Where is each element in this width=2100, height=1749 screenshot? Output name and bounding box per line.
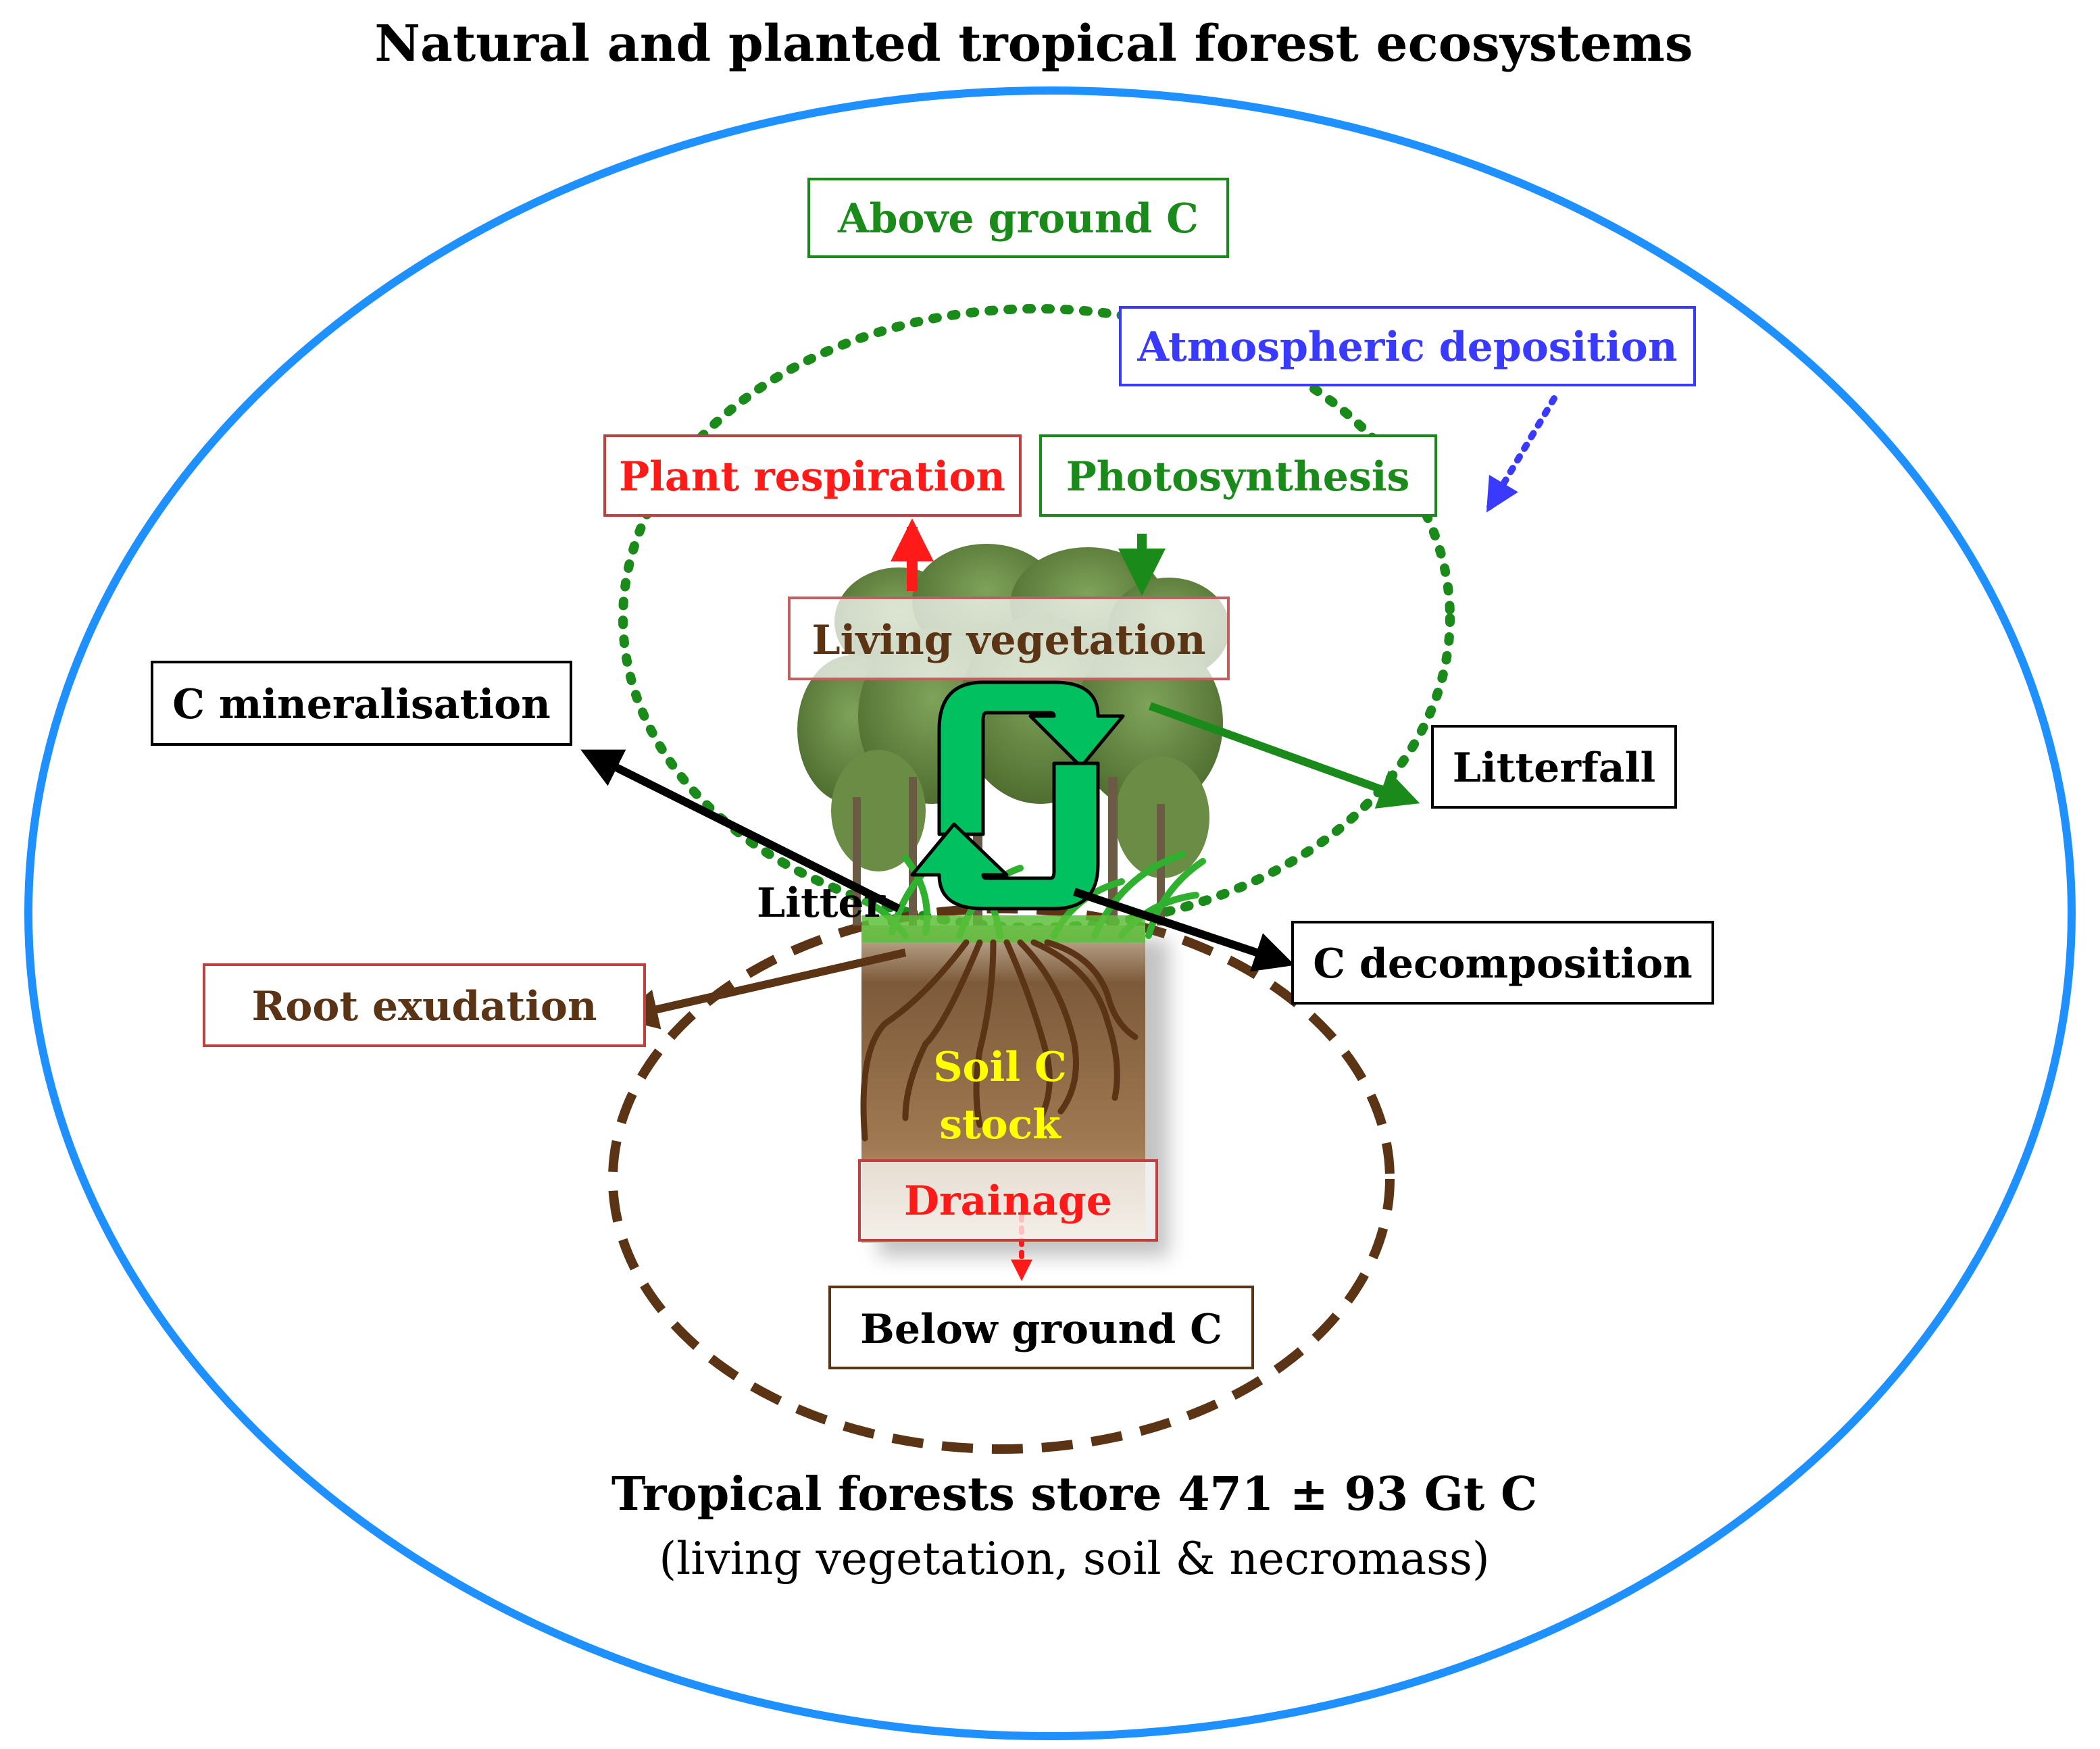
soil-c-stock-label-line2: stock xyxy=(939,1101,1061,1148)
litterfall-arrow xyxy=(1148,702,1420,809)
root-exudation-box: Root exudation xyxy=(203,963,646,1047)
litterfall-label: Litterfall xyxy=(1453,744,1655,792)
litterfall-box: Litterfall xyxy=(1431,725,1677,809)
root-exudation-arrow xyxy=(617,948,907,1030)
living-vegetation-label: Living vegetation xyxy=(811,617,1205,664)
above-ground-label: Above ground C xyxy=(837,195,1199,243)
c-mineralisation-label: C mineralisation xyxy=(172,681,551,728)
store-summary: Tropical forests store 471 ± 93 Gt C xyxy=(611,1467,1537,1521)
ecosystem-boundary-ellipse xyxy=(24,86,2076,1740)
above-ground-box: Above ground C xyxy=(807,178,1229,258)
plant-respiration-label: Plant respiration xyxy=(619,453,1005,501)
photosynthesis-box: Photosynthesis xyxy=(1039,434,1437,517)
c-decomposition-label: C decomposition xyxy=(1313,940,1693,988)
c-mineralisation-box: C mineralisation xyxy=(151,661,572,746)
below-ground-box: Below ground C xyxy=(828,1286,1254,1369)
litter-label: Litter xyxy=(757,880,886,927)
drainage-box: Drainage xyxy=(858,1159,1158,1242)
photosynthesis-label: Photosynthesis xyxy=(1066,453,1410,501)
soil-c-stock-label-line1: Soil C xyxy=(933,1044,1067,1091)
below-ground-label: Below ground C xyxy=(860,1306,1222,1353)
atmospheric-deposition-box: Atmospheric deposition xyxy=(1119,306,1696,386)
roots-icon xyxy=(860,939,1139,1142)
plant-respiration-box: Plant respiration xyxy=(603,434,1022,517)
store-breakdown: (living vegetation, soil & necromass) xyxy=(659,1533,1489,1585)
decomposition-arrow xyxy=(1073,888,1295,972)
deposition-arrow xyxy=(1486,395,1557,513)
cycle-arrows-icon xyxy=(910,680,1125,911)
diagram-title: Natural and planted tropical forest ecos… xyxy=(374,15,1693,73)
atmospheric-deposition-label: Atmospheric deposition xyxy=(1137,324,1678,371)
mineralisation-arrow xyxy=(580,749,901,913)
c-decomposition-box: C decomposition xyxy=(1291,921,1714,1005)
root-exudation-label: Root exudation xyxy=(251,983,597,1030)
drainage-label: Drainage xyxy=(904,1177,1112,1225)
living-vegetation-box: Living vegetation xyxy=(788,597,1230,680)
